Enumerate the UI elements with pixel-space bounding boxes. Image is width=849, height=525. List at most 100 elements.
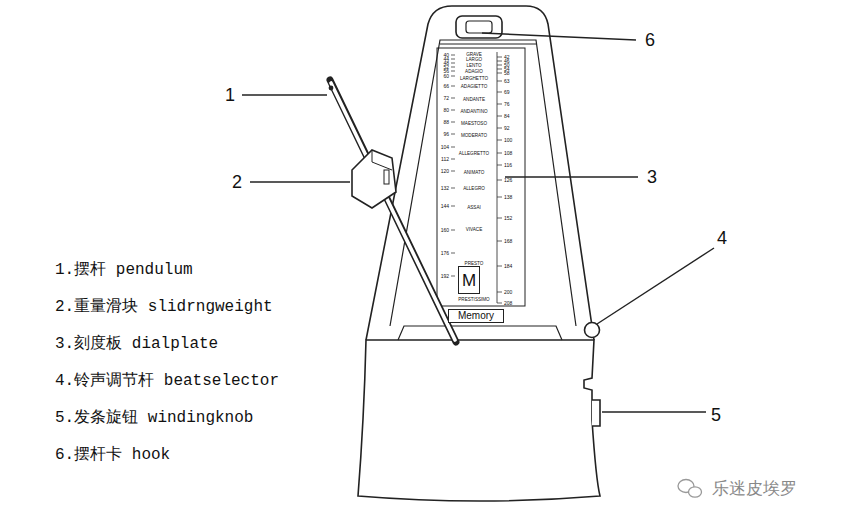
dial-tick bbox=[497, 153, 502, 154]
dial-mark: 108 bbox=[504, 151, 512, 156]
dial-mark: LENTO bbox=[466, 64, 481, 69]
dial-mark: 144 bbox=[441, 204, 449, 209]
memory-plate: Memory bbox=[448, 309, 504, 323]
dial-tick bbox=[497, 65, 502, 66]
part-legend-line: 2.重量滑块 slidrngweight bbox=[55, 299, 273, 315]
callout-number: 6 bbox=[645, 31, 655, 49]
dial-mark: 200 bbox=[504, 290, 512, 295]
sliding-weight bbox=[352, 150, 396, 208]
dial-tick bbox=[451, 55, 455, 56]
dial-tick bbox=[451, 253, 455, 254]
weight-slot bbox=[384, 170, 389, 184]
callout-number: 1 bbox=[225, 86, 235, 104]
dial-tick bbox=[451, 171, 455, 172]
dial-tick bbox=[451, 98, 455, 99]
part-legend-line: 4.铃声调节杆 beatselector bbox=[55, 373, 279, 389]
dial-tick bbox=[451, 230, 455, 231]
dial-mark: 112 bbox=[441, 157, 449, 162]
dial-mark: 120 bbox=[441, 169, 449, 174]
sliding-weight-edge bbox=[372, 150, 392, 170]
part-legend-line: 1.摆杆 pendulum bbox=[55, 262, 193, 278]
dial-mark: 132 bbox=[441, 186, 449, 191]
dial-plate bbox=[437, 48, 525, 306]
dial-tick bbox=[497, 303, 502, 304]
base-body bbox=[358, 340, 600, 501]
dial-mark: 60 bbox=[443, 74, 449, 79]
dial-mark: 58 bbox=[504, 71, 510, 76]
dial-mark: LARGHETTO bbox=[460, 77, 488, 82]
dial-mark: 104 bbox=[441, 145, 449, 150]
dial-tick bbox=[497, 197, 502, 198]
dial-scale-line bbox=[497, 52, 498, 303]
dial-tick bbox=[497, 241, 502, 242]
dial-tick bbox=[451, 76, 455, 77]
callout-number: 2 bbox=[232, 173, 242, 191]
dial-tick bbox=[497, 218, 502, 219]
dial-tick bbox=[451, 67, 455, 68]
dial-tick bbox=[497, 104, 502, 105]
dial-mark: 76 bbox=[504, 102, 510, 107]
dial-tick bbox=[497, 165, 502, 166]
dial-tick bbox=[497, 116, 502, 117]
dial-tick bbox=[497, 180, 502, 181]
dial-mark: ANIMATO bbox=[464, 171, 485, 176]
part-legend-line: 5.发条旋钮 windingknob bbox=[55, 410, 253, 426]
dial-mark: 184 bbox=[504, 264, 512, 269]
pendulum-hole bbox=[329, 86, 332, 89]
dial-mark: ALLEGRO bbox=[463, 187, 485, 192]
dial-mark: 176 bbox=[441, 251, 449, 256]
dial-tick bbox=[497, 61, 502, 62]
dial-mark: 96 bbox=[443, 132, 449, 137]
pendulum-inner bbox=[331, 83, 455, 340]
dial-mark: ADAGIO bbox=[465, 70, 483, 75]
beat-selector bbox=[585, 323, 600, 338]
dial-tick bbox=[497, 266, 502, 267]
dial-mark: 69 bbox=[504, 90, 510, 95]
watermark-icon bbox=[678, 480, 702, 498]
dial-mark: ANDANTE bbox=[463, 98, 485, 103]
dial-tick bbox=[451, 71, 455, 72]
dial-mark: ASSAI bbox=[467, 206, 481, 211]
dial-tick bbox=[451, 63, 455, 64]
dial-mark: GRAVE bbox=[466, 53, 482, 58]
node-text: M bbox=[462, 272, 476, 289]
dial-tick bbox=[451, 134, 455, 135]
leader-lines bbox=[242, 33, 714, 412]
part-legend-line: 3.刻度板 dialplate bbox=[55, 336, 218, 352]
dial-tick bbox=[451, 86, 455, 87]
dial-mark: 80 bbox=[443, 108, 449, 113]
dial-mark: LARGO bbox=[466, 58, 482, 63]
dial-mark: 152 bbox=[504, 216, 512, 221]
dial-mark: 92 bbox=[504, 126, 510, 131]
dial-mark: 84 bbox=[504, 114, 510, 119]
dial-mark: 116 bbox=[504, 163, 512, 168]
memory-mark-box: M bbox=[458, 266, 480, 294]
housing-outline bbox=[366, 6, 594, 340]
pendulum bbox=[330, 80, 456, 342]
dial-tick bbox=[451, 159, 455, 160]
dial-mark: 208 bbox=[504, 301, 512, 306]
dial-tick bbox=[451, 122, 455, 123]
dial-tick bbox=[451, 276, 455, 277]
dial-mark: ALLEGRETTO bbox=[459, 152, 489, 157]
dial-tick bbox=[497, 292, 502, 293]
dial-tick bbox=[497, 128, 502, 129]
hook bbox=[456, 16, 502, 38]
dial-mark: 160 bbox=[441, 228, 449, 233]
dial-tick bbox=[497, 92, 502, 93]
callout-number: 4 bbox=[717, 229, 727, 247]
dial-tick bbox=[497, 69, 502, 70]
dial-tick bbox=[497, 57, 502, 58]
dial-tick bbox=[451, 188, 455, 189]
dial-mark: VIVACE bbox=[466, 228, 483, 233]
dial-tick bbox=[451, 206, 455, 207]
dial-mark: 66 bbox=[443, 84, 449, 89]
dial-mark: 192 bbox=[441, 274, 449, 279]
dial-mark: 126 bbox=[504, 178, 512, 183]
dial-mark: MAESTOSO bbox=[461, 122, 487, 127]
dial-tick bbox=[451, 59, 455, 60]
dial-ticks bbox=[451, 55, 502, 303]
dial-mark: 100 bbox=[504, 138, 512, 143]
dial-mark: ADAGIETTO bbox=[461, 85, 487, 90]
